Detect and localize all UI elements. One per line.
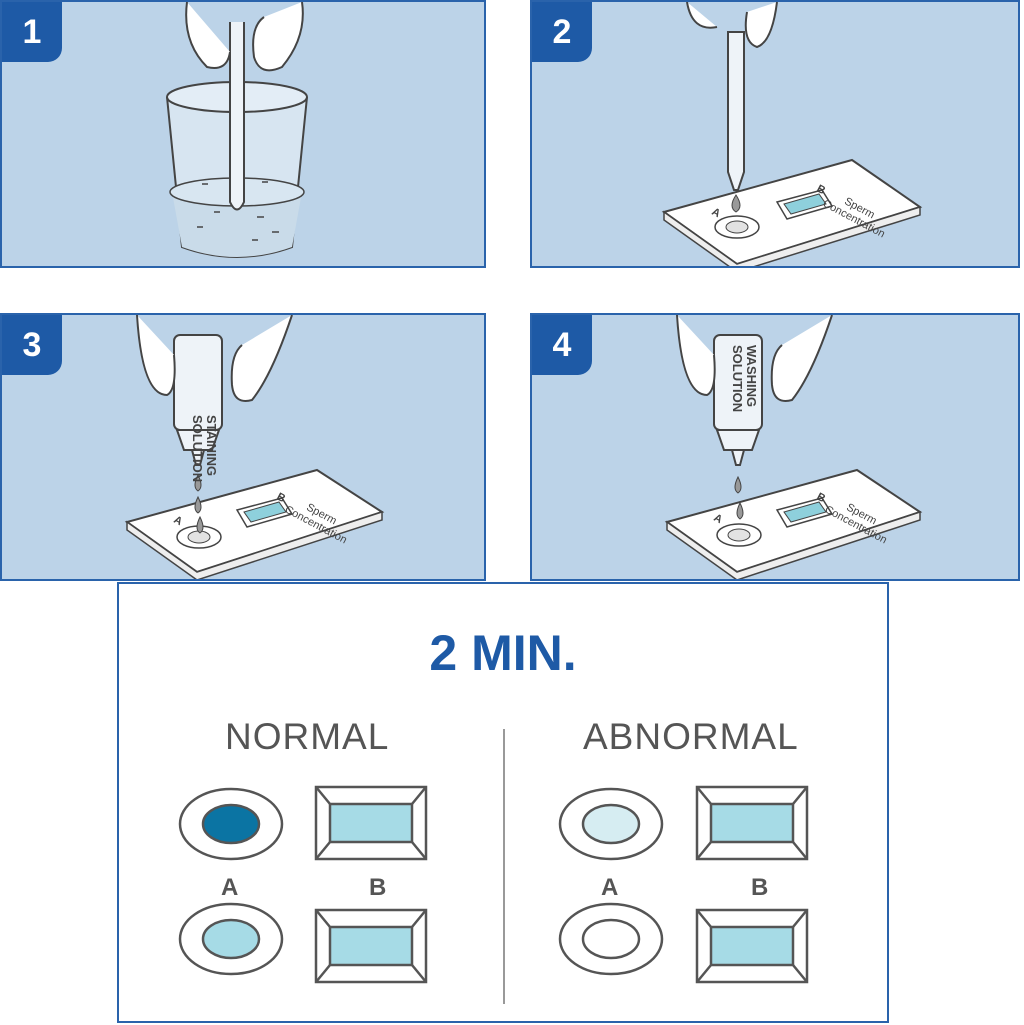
step-number-badge: 3: [2, 315, 62, 375]
test-card-illustration: [661, 2, 923, 266]
well-b-window: [314, 908, 428, 984]
pipette-in-cup-illustration: [166, 2, 308, 258]
bottle-label-line2: SOLUTION: [190, 415, 205, 483]
abnormal-label-b: B: [751, 874, 769, 901]
abnormal-well-a-empty: [558, 902, 664, 976]
timer-label: 2 MIN.: [429, 625, 577, 681]
result-wells: [178, 785, 809, 984]
step-number-badge: 1: [2, 2, 62, 62]
results-panel: 2 MIN. NORMAL ABNORMAL A B A B: [117, 582, 889, 1023]
well-b-window: [314, 785, 428, 861]
well-b-window: [695, 908, 809, 984]
abnormal-label-a: A: [601, 874, 619, 901]
abnormal-heading: ABNORMAL: [583, 716, 799, 757]
abnormal-well-a-faint: [558, 787, 664, 861]
washing-bottle-illustration: [664, 315, 923, 579]
normal-label-a: A: [221, 874, 239, 901]
bottle-label-line2: SOLUTION: [730, 345, 745, 413]
normal-label-b: B: [369, 874, 387, 901]
bottle-label-line1: STAINING: [204, 415, 219, 477]
well-b-window: [695, 785, 809, 861]
step-1-panel: 1: [0, 0, 486, 268]
step-number-badge: 2: [532, 2, 592, 62]
normal-well-a-dark: [178, 787, 284, 861]
staining-bottle-illustration: [124, 315, 385, 579]
bottle-label-line1: WASHING: [744, 345, 759, 408]
step-number-badge: 4: [532, 315, 592, 375]
normal-well-a-light: [178, 902, 284, 976]
column-divider: [503, 729, 505, 1004]
normal-heading: NORMAL: [225, 716, 390, 757]
